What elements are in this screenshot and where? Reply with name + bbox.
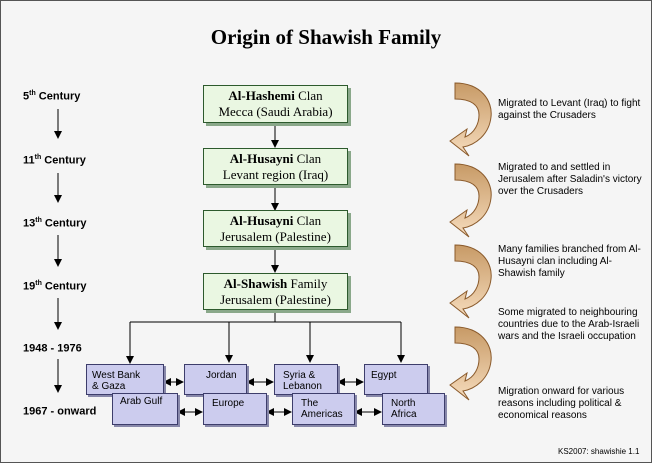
region-box-jordan: Jordan — [184, 364, 247, 395]
curl-arrow-2 — [449, 163, 492, 238]
curl-arrow-3 — [449, 244, 492, 319]
migration-curl-arrows — [449, 82, 492, 401]
note-levant-migration: Migrated to Levant (Iraq) to fight again… — [498, 98, 641, 121]
region-box-europe: Europe — [203, 393, 267, 425]
clan-place: Jerusalem (Palestine) — [220, 292, 331, 307]
region-label: Arab Gulf — [120, 396, 163, 407]
region-box-syria-lebanon: Syria & Lebanon — [274, 364, 338, 395]
region-box-arab-gulf: Arab Gulf — [112, 393, 178, 425]
clan-chain-arrows — [126, 123, 405, 364]
region-label-line2: Americas — [301, 409, 343, 420]
clan-box-al-shawish: Al-Shawish Family Jerusalem (Palestine) — [203, 273, 348, 310]
region-label-line1: West Bank — [92, 370, 141, 381]
region-box-americas: The Americas — [292, 393, 355, 425]
note-neighbouring-migration: Some migrated to neighbouring countries … — [498, 307, 640, 342]
timeline-11th-century: 11th Century — [23, 154, 86, 167]
clan-title: Al-Husayni Clan — [229, 151, 322, 166]
region-label-line1: The — [301, 398, 319, 409]
clan-place: Mecca (Saudi Arabia) — [218, 104, 333, 119]
region-label: Egypt — [371, 370, 397, 381]
timeline-19th-century: 19th Century — [23, 280, 87, 293]
region-box-egypt: Egypt — [364, 364, 428, 395]
clan-box-al-hashemi: Al-Hashemi Clan Mecca (Saudi Arabia) — [203, 85, 348, 123]
diagram-title: Origin of Shawish Family — [210, 25, 442, 49]
note-family-branching: Many families branched from Al-Husayni c… — [498, 244, 641, 279]
region-link-arrows — [163, 378, 382, 416]
footer-credit: KS2007: shawishie 1.1 — [558, 447, 640, 456]
clan-title: Al-Shawish Family — [223, 276, 328, 291]
timeline-13th-century: 13th Century — [23, 217, 87, 230]
note-jerusalem-settlement: Migrated to and settled in Jerusalem aft… — [498, 162, 642, 197]
curl-arrow-1 — [449, 82, 492, 157]
clan-place: Jerusalem (Palestine) — [220, 229, 331, 244]
region-label: Jordan — [206, 370, 237, 381]
region-box-west-bank-gaza: West Bank & Gaza — [86, 364, 164, 395]
curl-arrow-4 — [449, 326, 492, 401]
region-box-north-africa: North Africa — [382, 393, 445, 425]
region-label-line2: Lebanon — [283, 381, 322, 392]
clan-title: Al-Hashemi Clan — [228, 88, 323, 103]
clan-box-al-husayni-jerusalem: Al-Husayni Clan Jerusalem (Palestine) — [203, 210, 348, 247]
note-onward-migration: Migration onward for various reasons inc… — [498, 386, 625, 421]
timeline-5th-century: 5th Century — [23, 90, 81, 103]
region-label-line1: Syria & — [283, 370, 316, 381]
timeline-1948-1976: 1948 - 1976 — [23, 342, 82, 355]
region-label-line1: North — [391, 398, 416, 409]
region-label: Europe — [212, 398, 245, 409]
region-label-line2: & Gaza — [92, 381, 126, 392]
region-label-line2: Africa — [391, 409, 417, 420]
clan-box-al-husayni-levant: Al-Husayni Clan Levant region (Iraq) — [203, 148, 348, 185]
timeline-1967-onward: 1967 - onward — [23, 405, 97, 418]
clan-title: Al-Husayni Clan — [229, 213, 322, 228]
clan-place: Levant region (Iraq) — [222, 167, 329, 182]
